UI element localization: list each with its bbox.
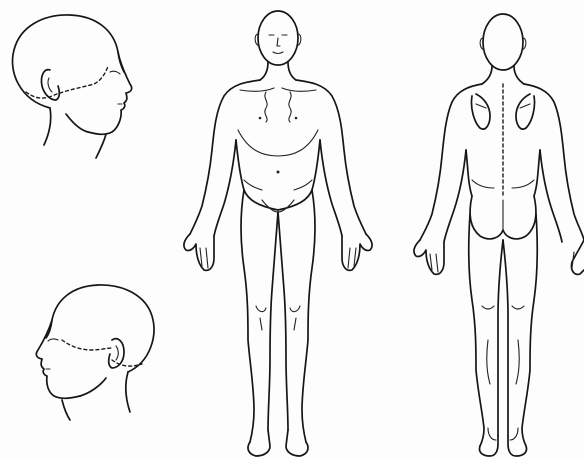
body-posterior: [414, 14, 584, 456]
head-right-lateral: [13, 15, 132, 158]
head-left-lateral: [36, 285, 154, 420]
body-anterior: [184, 11, 372, 456]
